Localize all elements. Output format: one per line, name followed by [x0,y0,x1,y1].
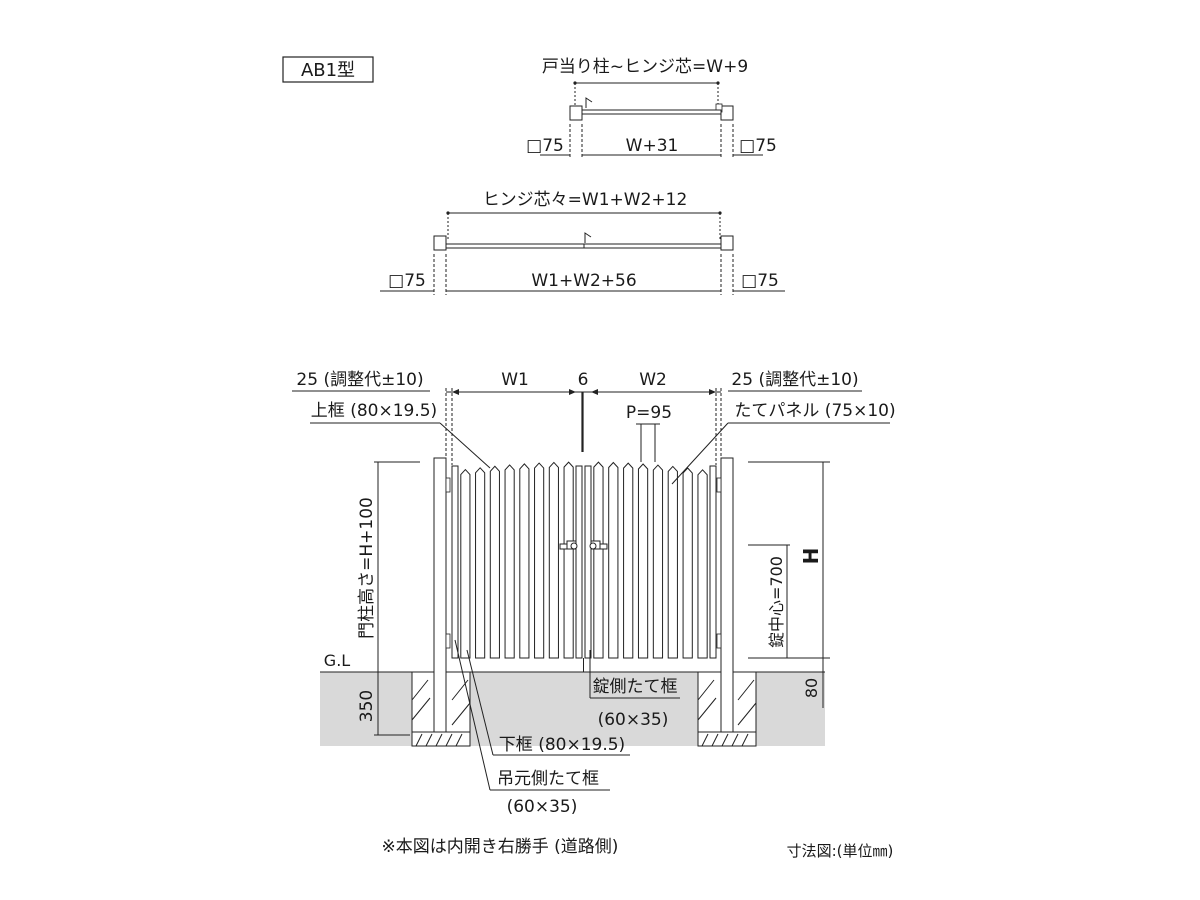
vertical-panel-label: たてパネル (75×10) [734,401,895,421]
vertical-slat [504,464,515,659]
middle-plan-left-post: □75 [388,271,426,291]
gap-label: 6 [578,370,589,390]
top-plan-left-post: □75 [526,136,564,156]
lock-center-label: 錠中心=700 [767,556,786,648]
right-leaf-slats [593,461,708,659]
lock-side-frame-size: (60×35) [598,710,669,730]
middle-plan-overall-label: ヒンジ芯々=W1+W2+12 [483,190,688,210]
vertical-slat [682,467,693,659]
vertical-slat [637,463,649,659]
top-plan-right-post: □75 [739,136,777,156]
left-handle-icon [559,540,578,550]
middle-plan-width: W1+W2+56 [531,271,636,291]
model-label-box [282,56,374,83]
height-label: H [799,548,823,565]
right-handle-icon [589,540,608,550]
model-label: AB1型 [301,60,355,81]
left-hinge-frame [451,465,459,659]
top-frame-label: 上框 (80×19.5) [311,401,437,421]
adjust-left-label: 25 (調整代±10) [296,370,423,390]
vertical-slat [460,468,471,659]
middle-plan-right-post: □75 [741,271,779,291]
left-lock-frame [575,465,583,659]
vertical-slat [652,464,664,659]
vertical-slat [667,465,678,659]
vertical-slat [608,461,619,659]
elevation-view: 25 (調整代±10) W1 6 W2 25 (調整代±10) P=95 上框 … [292,370,896,817]
hinge-side-frame-label: 吊元側たて框 [497,769,599,789]
vertical-slat [697,469,708,659]
pitch-label: P=95 [626,403,672,423]
vertical-slat [489,465,500,659]
depth-label: 350 [357,690,377,722]
vertical-slat [593,461,604,659]
middle-plan-view: ヒンジ芯々=W1+W2+12 □75 W1+W2+56 □75 [380,190,785,295]
top-plan-width: W+31 [626,136,679,156]
left-leaf-slats [460,461,574,659]
top-plan-overall-label: 戸当り柱~ヒンジ芯=W+9 [542,57,748,77]
units-text: 寸法図:(単位㎜) [787,842,894,860]
w2-label: W2 [639,370,667,390]
vertical-slat [475,467,486,659]
post-height-label: 門柱高さ=H+100 [357,497,377,639]
vertical-slat [563,461,574,659]
w1-label: W1 [501,370,529,390]
left-post [433,457,447,733]
clearance-label: 80 [802,678,821,698]
vertical-slat [623,462,634,659]
right-lock-frame [584,465,592,659]
ground-line-label: G.L [324,651,350,670]
bottom-frame-label: 下框 (80×19.5) [499,735,625,755]
right-hinge-frame [709,465,717,659]
right-post [720,457,734,733]
note-text: ※本図は内開き右勝手 (道路側) [382,837,619,857]
vertical-slat [519,463,530,659]
lock-side-frame-label: 錠側たて框 [593,677,678,697]
vertical-slat [534,462,545,659]
adjust-right-label: 25 (調整代±10) [731,370,858,390]
vertical-slat [548,461,559,659]
hinge-side-frame-size: (60×35) [507,797,578,817]
top-plan-view: 戸当り柱~ヒンジ芯=W+9 □75 W+31 □75 [526,57,777,158]
